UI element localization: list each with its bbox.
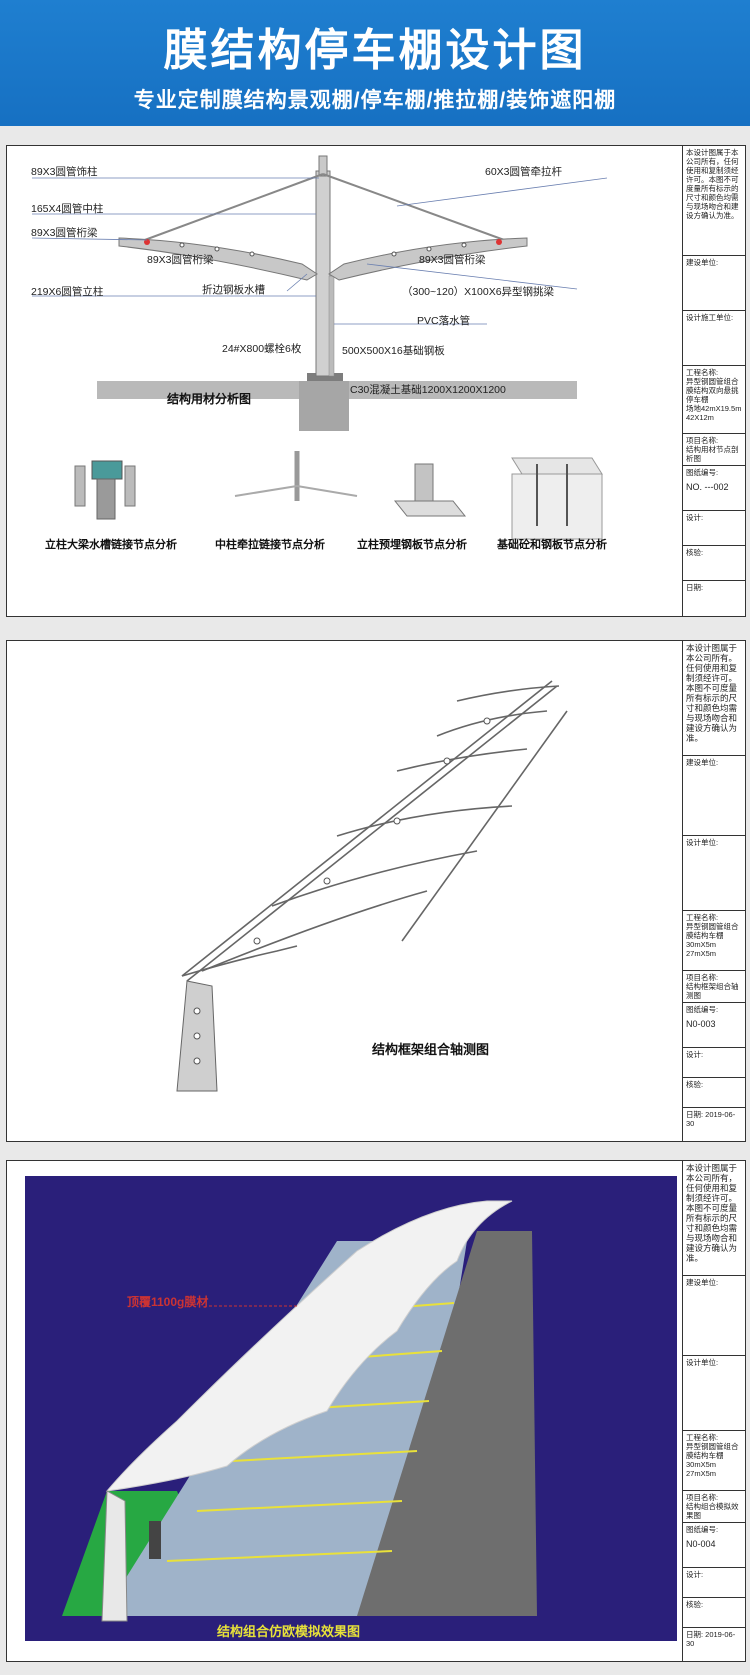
tb-item: 项目名称: 结构框架组合轴测图	[683, 971, 745, 1003]
tb-client: 建设单位:	[683, 256, 745, 311]
cantilever-beam-left	[118, 237, 318, 281]
tb-date: 日期: 2019-06-30	[686, 1630, 736, 1648]
tb-project: 工程名称: 异型钢圆管组合膜结构车棚 30mX5m 27mX5m	[683, 911, 745, 971]
page-header: 膜结构停车棚设计图 专业定制膜结构景观棚/停车棚/推拉棚/装饰遮阳棚	[0, 0, 750, 126]
main-column	[315, 170, 331, 377]
callout-membrane-material: 顶覆1100g膜材	[127, 1295, 209, 1309]
tb-notice: 本设计图属于本公司所有，任何使用和复制须经许可。本图不可度量所有标示的尺寸和颜色…	[683, 1161, 745, 1276]
tb-date: 日期: 2019-06-30	[686, 1110, 736, 1128]
caption-detail-4: 基础砼和钢板节点分析	[497, 539, 607, 551]
title-block: 本设计图属于本公司所有。任何使用和复制须经许可。本图不可度量所有标示的尺寸和颜色…	[682, 641, 745, 1141]
tb-check: 核验:	[683, 1078, 745, 1108]
ev-charger	[149, 1521, 161, 1559]
tb-date: 日期:	[686, 583, 704, 592]
label-decor-column: 89X3圆管饰柱	[31, 166, 98, 178]
page-subtitle: 专业定制膜结构景观棚/停车棚/推拉棚/装饰遮阳棚	[133, 89, 617, 112]
label-foundation-plate: 500X500X16基础钢板	[342, 345, 445, 357]
drawing-sheet-frame-axonometric: 结构框架组合轴测图 本设计图属于本公司所有。任何使用和复制须经许可。本图不可度量…	[6, 640, 746, 1142]
drawing-sheet-structure-materials: 89X3圆管饰柱 165X4圆管中柱 89X3圆管桁梁 89X3圆管桁梁 219…	[6, 145, 746, 617]
tb-client: 建设单位:	[683, 756, 745, 836]
tb-project: 工程名称: 异型钢圆管组合膜结构双向悬挑停车棚 场地42mX19.5m 42X1…	[683, 366, 745, 434]
tie-rod-left	[141, 173, 324, 242]
beam-node-red-left	[144, 239, 150, 245]
top-post	[318, 155, 328, 177]
tb-drawing-no: 图纸编号: NO. ---002	[683, 466, 745, 511]
canopy-column	[101, 1490, 128, 1622]
tb-check: 核验:	[683, 1598, 745, 1628]
caption-detail-3: 立柱预埋钢板节点分析	[357, 539, 467, 551]
label-drain-pipe: PVC落水管	[417, 315, 471, 327]
label-tie-rod: 60X3圆管牵拉杆	[485, 166, 563, 178]
tb-project: 工程名称: 异型钢圆管组合膜结构车棚 30mX5m 27mX5m	[683, 1431, 745, 1491]
membrane-roof	[105, 1200, 513, 1492]
base-plate	[307, 373, 343, 381]
render-scene	[25, 1176, 677, 1641]
tb-builder: 设计单位:	[683, 1356, 745, 1431]
tb-design: 设计:	[683, 1568, 745, 1598]
tb-builder: 设计单位:	[683, 836, 745, 911]
label-bolts: 24#X800螺栓6枚	[222, 343, 302, 355]
detail-tie-rod-node	[234, 451, 358, 501]
caption-detail-1: 立柱大梁水槽链接节点分析	[45, 539, 177, 551]
caption-frame-axonometric: 结构框架组合轴测图	[372, 1042, 490, 1057]
label-standing-column: 219X6圆管立柱	[31, 286, 104, 298]
label-special-beam: （300~120）X100X6异型钢挑梁	[402, 286, 555, 298]
title-block: 本设计图属于本公司所有，任何使用和复制须经许可。本图不可度量所有标示的尺寸和颜色…	[682, 1161, 745, 1661]
tb-builder: 设计施工单位:	[683, 311, 745, 366]
tb-client: 建设单位:	[683, 1276, 745, 1356]
tb-check: 核验:	[683, 546, 745, 581]
concrete-foundation	[299, 381, 349, 431]
frame-axonometric-drawing	[176, 680, 568, 1092]
structure-section-drawing	[31, 155, 608, 431]
tb-drawing-no: 图纸编号: N0-004	[683, 1523, 745, 1568]
road	[357, 1231, 537, 1616]
beam-node-red-right	[496, 239, 502, 245]
label-truss-beam-left: 89X3圆管桁梁	[31, 227, 98, 239]
pvc-drain-pipe	[328, 275, 335, 377]
cantilever-beam-right	[328, 237, 528, 281]
tb-item: 项目名称: 结构组合模拟效果图	[683, 1491, 745, 1523]
label-truss-beam-right: 89X3圆管桁梁	[419, 254, 486, 266]
tb-drawing-no: 图纸编号: N0-003	[683, 1003, 745, 1048]
title-block: 本设计图属于本公司所有，任何使用和复制须经许可。本图不可度量所有标示的尺寸和颜色…	[682, 146, 745, 616]
label-gutter: 折边钢板水槽	[202, 284, 265, 296]
page-title: 膜结构停车棚设计图	[163, 26, 587, 75]
detail-node-drawings	[74, 451, 603, 540]
label-concrete-foundation: C30混凝土基础1200X1200X1200	[350, 384, 506, 396]
label-middle-column: 165X4圆管中柱	[31, 203, 104, 215]
drawing-sheet-render: 顶覆1100g膜材 结构组合仿欧模拟效果图 本设计图属于本公司所有，任何使用和复…	[6, 1160, 746, 1662]
tie-rod-right	[322, 173, 508, 242]
detail-beam-gutter-node	[74, 460, 136, 520]
tb-design: 设计:	[683, 1048, 745, 1078]
caption-render: 结构组合仿欧模拟效果图	[217, 1624, 361, 1639]
label-truss-beam-center-left: 89X3圆管桁梁	[147, 254, 214, 266]
tb-notice: 本设计图属于本公司所有。任何使用和复制须经许可。本图不可度量所有标示的尺寸和颜色…	[683, 641, 745, 756]
detail-foundation-node	[511, 457, 603, 540]
tb-design: 设计:	[683, 511, 745, 546]
detail-embedded-plate-node	[393, 463, 467, 517]
caption-detail-2: 中柱牵拉链接节点分析	[215, 539, 325, 551]
caption-material-analysis: 结构用材分析图	[167, 392, 252, 406]
tb-item: 项目名称: 结构用材节点剖析图	[683, 434, 745, 466]
tb-notice: 本设计图属于本公司所有，任何使用和复制须经许可。本图不可度量所有标示的尺寸和颜色…	[683, 146, 745, 256]
